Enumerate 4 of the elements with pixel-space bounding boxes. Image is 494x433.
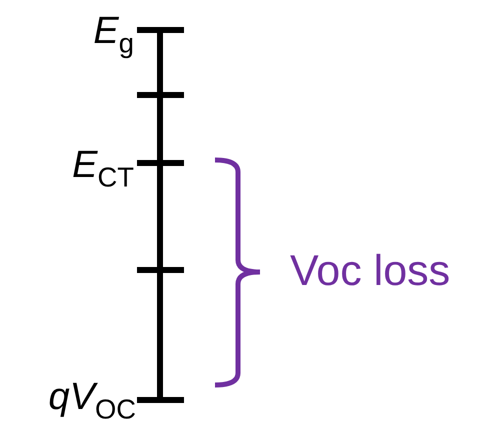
energy-level-label: E$_{g}$ bbox=[93, 12, 134, 57]
bracket-label: Voc loss bbox=[290, 250, 450, 293]
energy-level-label: E$_{CT}$ bbox=[72, 146, 134, 191]
energy-level-label: qV$_{OC}$ bbox=[48, 378, 136, 423]
